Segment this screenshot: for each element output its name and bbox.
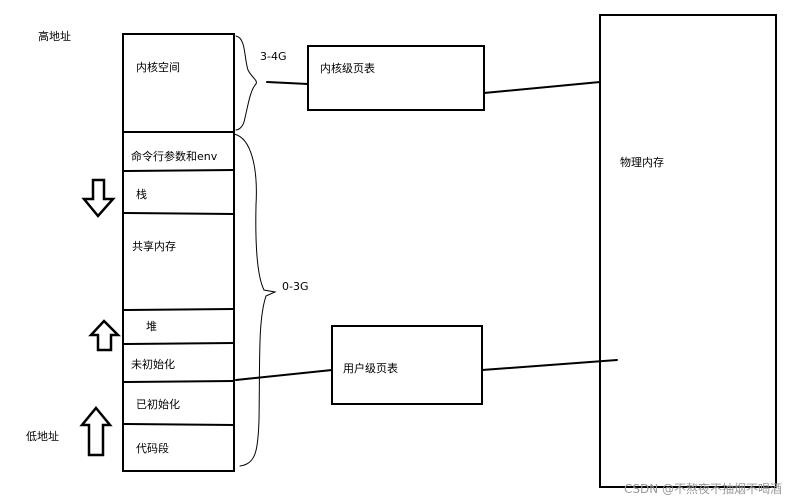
divider-heap bbox=[122, 342, 235, 345]
user-page-table-box bbox=[331, 325, 483, 405]
divider-bss bbox=[122, 380, 235, 383]
divider-stack bbox=[122, 212, 235, 215]
physical-memory-box bbox=[599, 14, 777, 488]
user-brace bbox=[233, 133, 277, 467]
address-up-arrow-icon bbox=[79, 406, 113, 457]
divider-data bbox=[122, 423, 235, 426]
segment-initialized: 已初始化 bbox=[136, 398, 180, 411]
divider-shared bbox=[122, 308, 235, 311]
kernel-connector-left bbox=[266, 81, 309, 85]
divider-args bbox=[122, 169, 235, 172]
heap-up-arrow-icon bbox=[88, 319, 122, 352]
segment-stack: 栈 bbox=[136, 188, 147, 201]
segment-shared-memory: 共享内存 bbox=[132, 240, 176, 253]
kernel-connector-right bbox=[483, 81, 601, 94]
segment-heap: 堆 bbox=[146, 320, 157, 333]
physical-memory-label: 物理内存 bbox=[620, 156, 664, 169]
segment-kernel-space: 内核空间 bbox=[136, 61, 180, 74]
high-address-label: 高地址 bbox=[38, 30, 71, 43]
segment-code: 代码段 bbox=[136, 442, 169, 455]
user-connector-left bbox=[235, 369, 333, 381]
kernel-page-table-label: 内核级页表 bbox=[320, 62, 375, 75]
user-connector-right bbox=[481, 359, 618, 371]
address-space-column bbox=[122, 33, 235, 472]
user-page-table-label: 用户级页表 bbox=[343, 362, 398, 375]
kernel-range-label: 3-4G bbox=[260, 50, 287, 63]
user-range-label: 0-3G bbox=[282, 280, 309, 293]
kernel-page-table-box bbox=[307, 45, 485, 111]
watermark-text: CSDN @不熬夜不抽烟不喝酒 bbox=[624, 482, 783, 496]
stack-down-arrow-icon bbox=[81, 178, 116, 218]
low-address-label: 低地址 bbox=[26, 430, 59, 443]
segment-uninitialized: 未初始化 bbox=[131, 358, 175, 371]
segment-cmdline-env: 命令行参数和env bbox=[131, 150, 218, 163]
kernel-brace bbox=[235, 35, 257, 131]
